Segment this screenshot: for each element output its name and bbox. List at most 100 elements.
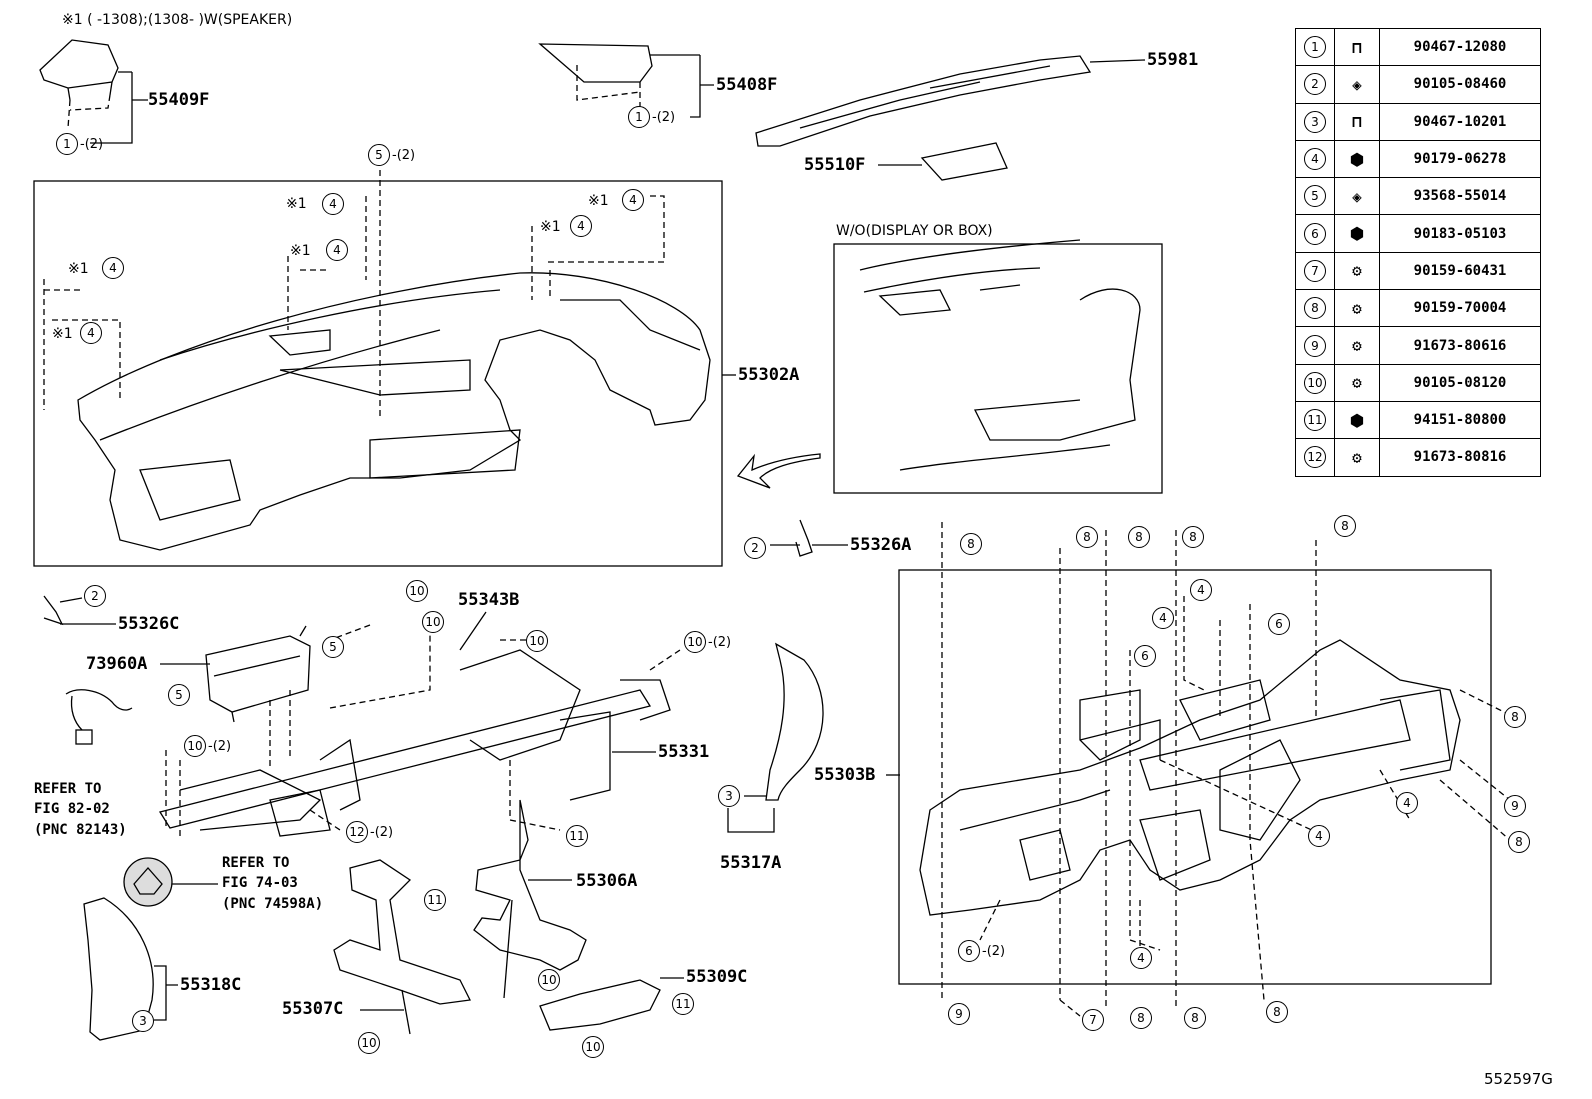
reference-fig-82-02[interactable]: REFER TO FIG 82-02 (PNC 82143) bbox=[34, 781, 127, 838]
legend-part-number[interactable]: 93568-55014 bbox=[1379, 177, 1541, 216]
part-label-55302A[interactable]: 55302A bbox=[738, 365, 800, 385]
bolt-icon: ⚙ bbox=[1334, 326, 1380, 365]
callout-10[interactable]: 10 bbox=[526, 630, 548, 652]
callout-8[interactable]: 8 bbox=[1508, 831, 1530, 853]
callout-1[interactable]: 1 bbox=[628, 106, 650, 128]
callout-4[interactable]: 4 bbox=[1396, 792, 1418, 814]
callout-11[interactable]: 11 bbox=[424, 889, 446, 911]
legend-number: 11 bbox=[1304, 409, 1326, 432]
legend-number-cell: 10 bbox=[1295, 363, 1335, 402]
callout-10[interactable]: 10 bbox=[358, 1032, 380, 1054]
callout-12[interactable]: 12 bbox=[346, 821, 368, 843]
part-label-55318C[interactable]: 55318C bbox=[180, 975, 242, 995]
callout-8[interactable]: 8 bbox=[1266, 1001, 1288, 1023]
legend-part-number[interactable]: 90467-10201 bbox=[1379, 102, 1541, 141]
callout-9[interactable]: 9 bbox=[1504, 795, 1526, 817]
callout-1[interactable]: 1 bbox=[56, 133, 78, 155]
callout-11[interactable]: 11 bbox=[672, 993, 694, 1015]
callout-8[interactable]: 8 bbox=[1334, 515, 1356, 537]
callout-4[interactable]: 4 bbox=[1152, 607, 1174, 629]
part-label-55326C[interactable]: 55326C bbox=[118, 614, 180, 634]
callout-4[interactable]: 4 bbox=[622, 189, 644, 211]
legend-number-cell: 9 bbox=[1295, 326, 1335, 365]
part-label-55408F[interactable]: 55408F bbox=[716, 75, 778, 95]
callout-5[interactable]: 5 bbox=[368, 144, 390, 166]
legend-part-number[interactable]: 90159-70004 bbox=[1379, 289, 1541, 328]
callout-2[interactable]: 2 bbox=[744, 537, 766, 559]
callout-3[interactable]: 3 bbox=[718, 785, 740, 807]
callout-2[interactable]: 2 bbox=[84, 585, 106, 607]
legend-part-number[interactable]: 94151-80800 bbox=[1379, 400, 1541, 440]
callout-10[interactable]: 10 bbox=[184, 735, 206, 757]
legend-row[interactable]: 6⬢90183-05103 bbox=[1295, 214, 1541, 253]
legend-number-cell: 3 bbox=[1295, 102, 1335, 141]
legend-row[interactable]: 4⬢90179-06278 bbox=[1295, 139, 1541, 179]
legend-row[interactable]: 10⚙90105-08120 bbox=[1295, 363, 1541, 402]
callout-5[interactable]: 5 bbox=[168, 684, 190, 706]
callout-8[interactable]: 8 bbox=[1504, 706, 1526, 728]
callout-4[interactable]: 4 bbox=[1308, 825, 1330, 847]
legend-row[interactable]: 5◈93568-55014 bbox=[1295, 177, 1541, 216]
callout-6[interactable]: 6 bbox=[958, 940, 980, 962]
marker-note: ※1 bbox=[52, 326, 73, 342]
part-label-55409F[interactable]: 55409F bbox=[148, 90, 210, 110]
legend-row[interactable]: 2◈90105-08460 bbox=[1295, 65, 1541, 104]
legend-row[interactable]: 8⚙90159-70004 bbox=[1295, 289, 1541, 328]
callout-4[interactable]: 4 bbox=[570, 215, 592, 237]
callout-10[interactable]: 10 bbox=[684, 631, 706, 653]
callout-4[interactable]: 4 bbox=[1130, 947, 1152, 969]
callout-4[interactable]: 4 bbox=[326, 239, 348, 261]
legend-row[interactable]: 1⊓90467-12080 bbox=[1295, 27, 1541, 67]
legend-row[interactable]: 7⚙90159-60431 bbox=[1295, 251, 1541, 291]
callout-10[interactable]: 10 bbox=[422, 611, 444, 633]
legend-row[interactable]: 3⊓90467-10201 bbox=[1295, 102, 1541, 141]
legend-number-cell: 8 bbox=[1295, 289, 1335, 328]
callout-4[interactable]: 4 bbox=[102, 257, 124, 279]
legend-part-number[interactable]: 90183-05103 bbox=[1379, 214, 1541, 253]
callout-8[interactable]: 8 bbox=[1130, 1007, 1152, 1029]
legend-part-number[interactable]: 90159-60431 bbox=[1379, 251, 1541, 291]
callout-7[interactable]: 7 bbox=[1082, 1009, 1104, 1031]
callout-6[interactable]: 6 bbox=[1134, 645, 1156, 667]
callout-4[interactable]: 4 bbox=[322, 193, 344, 215]
legend-row[interactable]: 12⚙91673-80816 bbox=[1295, 438, 1541, 477]
callout-10[interactable]: 10 bbox=[538, 969, 560, 991]
legend-row[interactable]: 11⬢94151-80800 bbox=[1295, 400, 1541, 440]
part-label-55510F[interactable]: 55510F bbox=[804, 155, 866, 175]
part-label-73960A[interactable]: 73960A bbox=[86, 654, 148, 674]
callout-6[interactable]: 6 bbox=[1268, 613, 1290, 635]
wire-harness-part bbox=[65, 689, 133, 745]
legend-number-cell: 12 bbox=[1295, 438, 1335, 477]
legend-part-number[interactable]: 90467-12080 bbox=[1379, 27, 1541, 67]
callout-8[interactable]: 8 bbox=[1076, 526, 1098, 548]
part-label-55309C[interactable]: 55309C bbox=[686, 967, 748, 987]
part-label-55317A[interactable]: 55317A bbox=[720, 853, 782, 873]
callout-8[interactable]: 8 bbox=[1184, 1007, 1206, 1029]
part-label-55331[interactable]: 55331 bbox=[658, 742, 710, 762]
legend-part-number[interactable]: 91673-80816 bbox=[1379, 438, 1541, 477]
callout-10[interactable]: 10 bbox=[406, 580, 428, 602]
part-label-55326A[interactable]: 55326A bbox=[850, 535, 912, 555]
callout-8[interactable]: 8 bbox=[1182, 526, 1204, 548]
callout-9[interactable]: 9 bbox=[948, 1003, 970, 1025]
callout-8[interactable]: 8 bbox=[960, 533, 982, 555]
legend-part-number[interactable]: 90105-08120 bbox=[1379, 363, 1541, 402]
part-label-55306A[interactable]: 55306A bbox=[576, 871, 638, 891]
reference-fig-74-03[interactable]: REFER TO FIG 74-03 (PNC 74598A) bbox=[222, 855, 324, 912]
callout-11[interactable]: 11 bbox=[566, 825, 588, 847]
part-label-55303B[interactable]: 55303B bbox=[814, 765, 876, 785]
legend-row[interactable]: 9⚙91673-80616 bbox=[1295, 326, 1541, 365]
callout-5[interactable]: 5 bbox=[322, 636, 344, 658]
wo-display-detail bbox=[859, 239, 1141, 471]
callout-8[interactable]: 8 bbox=[1128, 526, 1150, 548]
callout-10[interactable]: 10 bbox=[582, 1036, 604, 1058]
callout-4[interactable]: 4 bbox=[80, 322, 102, 344]
legend-part-number[interactable]: 90179-06278 bbox=[1379, 139, 1541, 179]
part-label-55343B[interactable]: 55343B bbox=[458, 590, 520, 610]
legend-part-number[interactable]: 90105-08460 bbox=[1379, 65, 1541, 104]
legend-part-number[interactable]: 91673-80616 bbox=[1379, 326, 1541, 365]
callout-4[interactable]: 4 bbox=[1190, 579, 1212, 601]
callout-3[interactable]: 3 bbox=[132, 1010, 154, 1032]
part-label-55981[interactable]: 55981 bbox=[1147, 50, 1199, 70]
part-label-55307C[interactable]: 55307C bbox=[282, 999, 344, 1019]
